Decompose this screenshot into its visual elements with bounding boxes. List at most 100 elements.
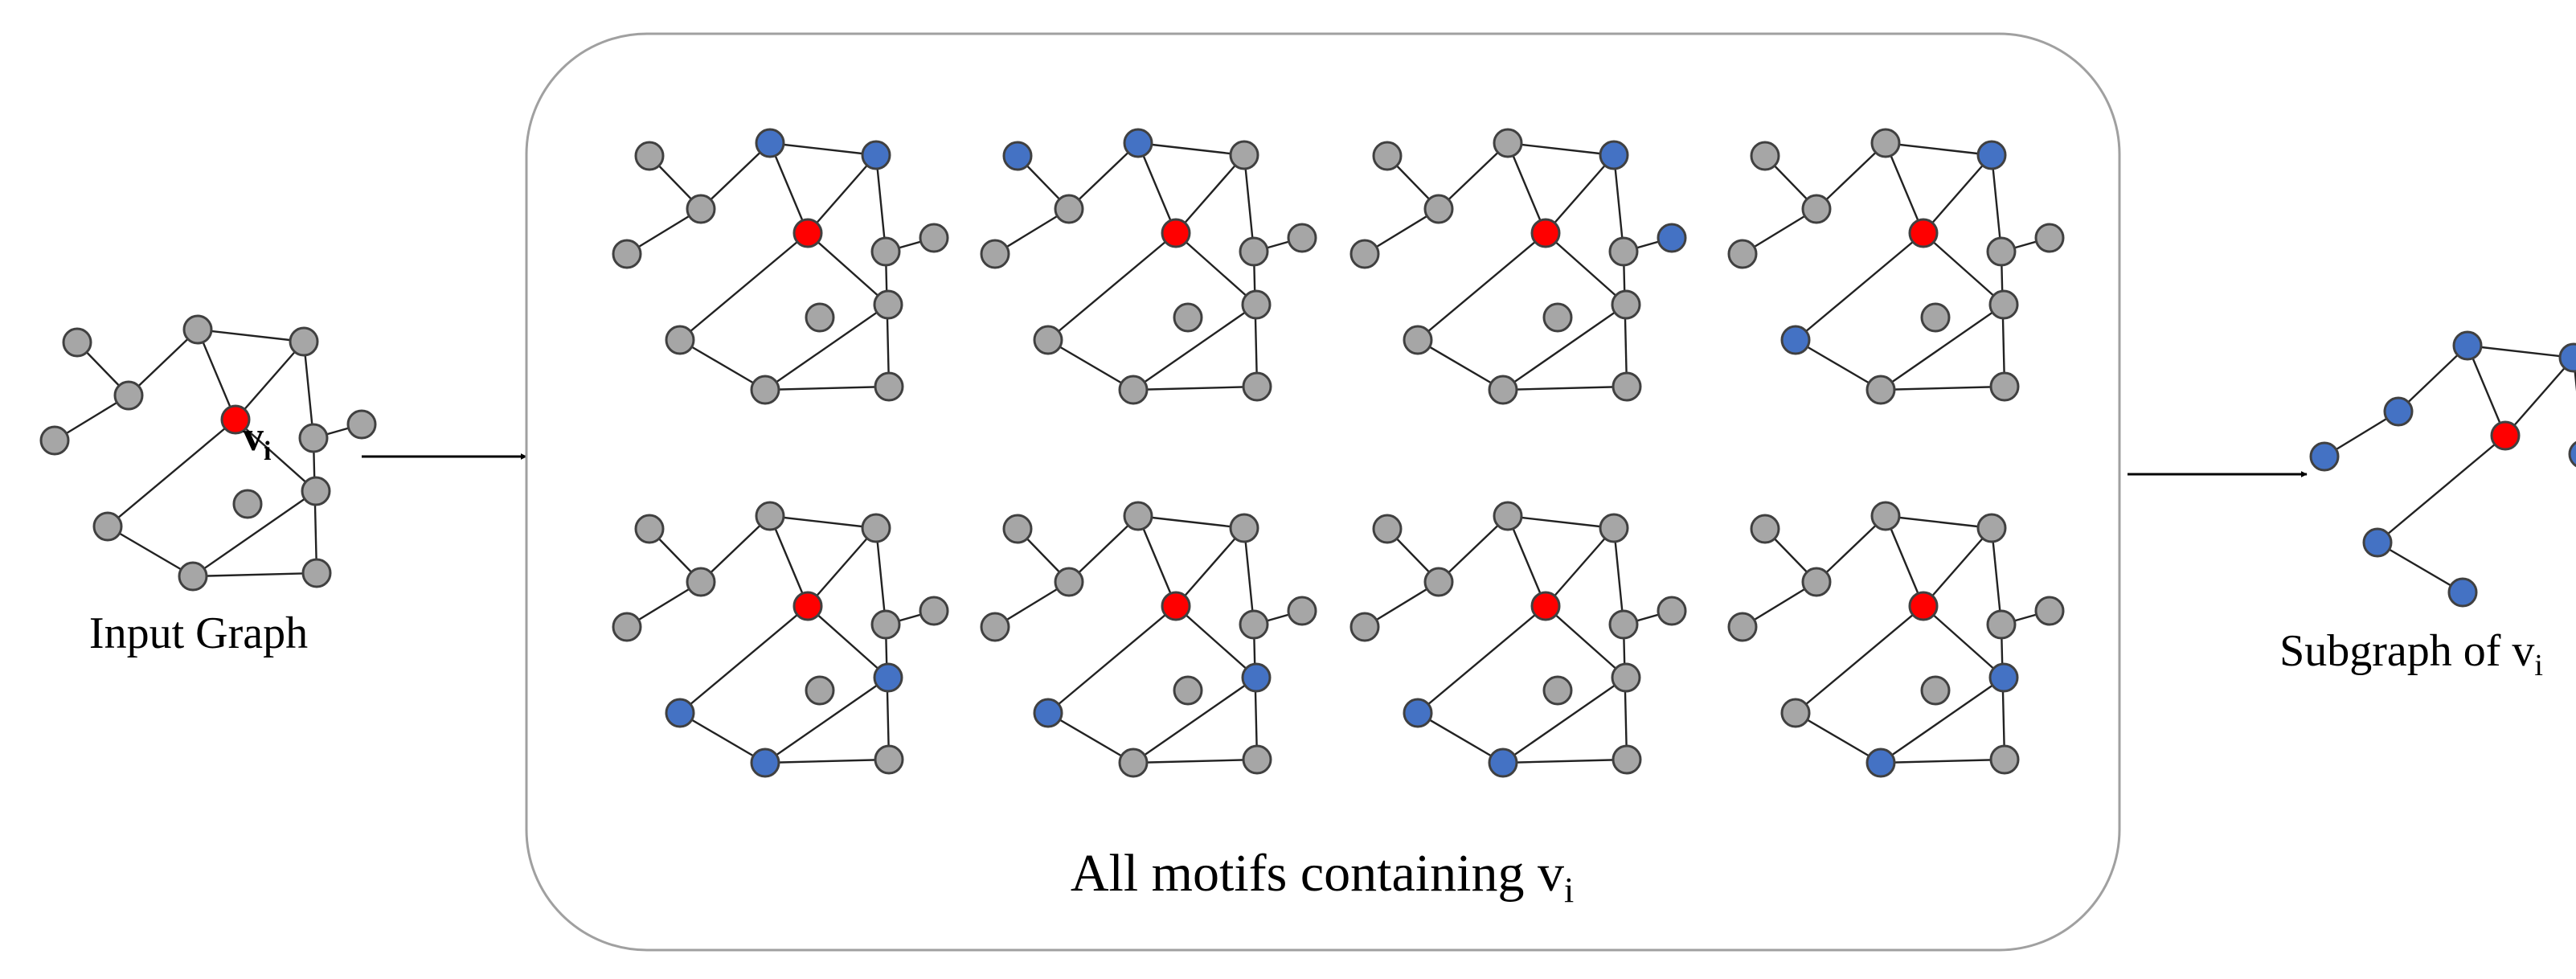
motif-1	[612, 128, 949, 405]
motif-edge	[1136, 142, 1177, 234]
motif-edge	[1612, 527, 1625, 625]
motif-edge	[1506, 515, 1547, 607]
input-graph-node	[346, 409, 377, 440]
motif-edge	[764, 385, 890, 391]
motif-edge	[1132, 304, 1257, 391]
motif-node	[1403, 698, 1433, 728]
motif-node	[919, 223, 949, 253]
motif-edge	[1132, 385, 1258, 391]
motif-node	[634, 141, 665, 171]
motif-node	[1865, 748, 1896, 778]
subgraph-edge	[2377, 541, 2463, 594]
motif-node	[1986, 236, 2017, 267]
motif-node	[1988, 662, 2019, 693]
motif-node	[873, 662, 903, 693]
motif-node	[2034, 223, 2065, 253]
motif-node	[1239, 236, 1269, 267]
motif-node	[755, 501, 785, 531]
motif-node	[1599, 513, 1629, 543]
input-graph-node	[113, 380, 144, 411]
motif-node	[1611, 662, 1641, 693]
motif-edge	[807, 232, 889, 305]
input-graph-node	[301, 476, 331, 506]
motif-node	[1801, 194, 1832, 224]
motif-edge	[1795, 232, 1924, 341]
input-graph-node	[289, 326, 319, 357]
motif-edge	[1923, 605, 2005, 678]
motif-8	[1727, 501, 2065, 778]
motif-edge	[1136, 515, 1177, 607]
motif-edge	[679, 232, 809, 341]
motif-node	[1976, 513, 2007, 543]
motif-node	[1423, 194, 1454, 224]
motif-edge	[1880, 677, 2005, 764]
motif-edge	[769, 514, 877, 530]
motif-node	[1727, 612, 1758, 642]
input-graph-node	[220, 404, 251, 435]
subgraph-node	[2309, 441, 2340, 472]
motif-node	[612, 612, 642, 642]
input-graph-node	[232, 489, 263, 519]
input-graph-edge	[235, 341, 305, 420]
motif-edge	[700, 515, 771, 583]
input-graph-edge	[197, 328, 305, 343]
motif-node	[1750, 514, 1780, 544]
motif-edge	[679, 605, 809, 714]
motif-3	[1349, 128, 1687, 405]
motif-node	[1612, 371, 1642, 402]
motif-edge	[764, 304, 889, 391]
motif-node	[686, 194, 716, 224]
motif-node	[805, 302, 835, 333]
input-graph-node	[298, 423, 329, 453]
motif-node	[1870, 501, 1901, 531]
motif-edge	[1502, 385, 1628, 391]
motif-edge	[1438, 142, 1509, 210]
motif-edge	[1137, 514, 1245, 530]
motif-node	[1542, 302, 1573, 333]
motif-edge	[1175, 527, 1245, 607]
motif-node	[1657, 223, 1687, 253]
motif-node	[1161, 591, 1191, 621]
motif-2	[980, 128, 1317, 405]
motifs-panel	[525, 32, 2121, 952]
subgraph-edge	[2504, 357, 2574, 436]
motif-node	[1920, 302, 1951, 333]
motif-edge	[1502, 758, 1628, 764]
motif-edge	[1923, 154, 1992, 234]
motif-edge	[1417, 338, 1504, 391]
motif-node	[874, 371, 904, 402]
subgraph-node	[2383, 396, 2414, 427]
motif-node	[1986, 609, 2017, 640]
input-graph-edge	[107, 525, 194, 578]
motif-node	[1870, 128, 1901, 158]
motif-edge	[1880, 385, 2005, 391]
motif-edge	[1502, 677, 1627, 764]
motif-node	[1161, 218, 1191, 248]
motif-node	[980, 612, 1010, 642]
subgraph-edge	[2467, 344, 2574, 359]
motif-edge	[1175, 605, 1257, 678]
motif-edge	[1047, 232, 1177, 341]
motifs-caption: All motifs containing vi	[1071, 844, 1574, 910]
motif-node	[1123, 501, 1153, 531]
motif-node	[792, 218, 823, 248]
motif-node	[1173, 302, 1203, 333]
motif-node	[1976, 140, 2007, 170]
motif-node	[1612, 744, 1642, 775]
motif-node	[1054, 194, 1084, 224]
motif-node	[1118, 748, 1149, 778]
motif-edge	[1880, 304, 2005, 391]
motif-edge	[1175, 232, 1257, 305]
subgraph-node	[2558, 342, 2576, 373]
motif-node	[1780, 698, 1811, 728]
motif-node	[1002, 141, 1033, 171]
subgraph-caption: Subgraph of vi	[2279, 626, 2543, 682]
input-graph-node	[301, 558, 332, 588]
motif-node	[1920, 675, 1951, 706]
motif-node	[870, 609, 901, 640]
motif-node	[861, 140, 891, 170]
motif-edge	[1506, 142, 1547, 234]
motif-edge	[768, 142, 809, 234]
motif-node	[874, 744, 904, 775]
